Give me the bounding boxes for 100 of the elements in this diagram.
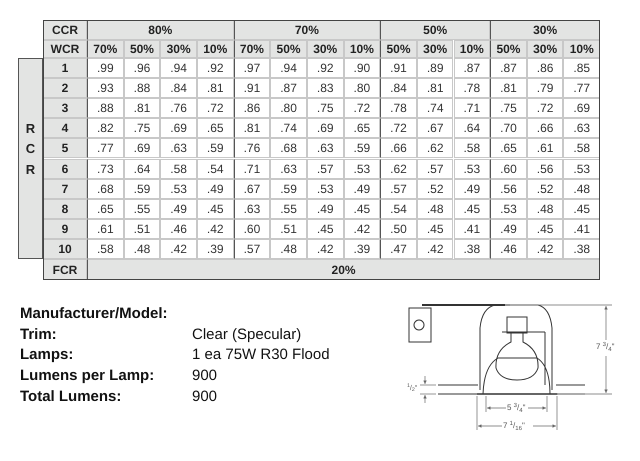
table-cell: .49: [490, 218, 527, 239]
table-header-cell: 30%: [490, 20, 600, 40]
table-cell: .75: [490, 98, 527, 118]
table-cell: .78: [454, 78, 490, 98]
axis-letter: C: [24, 142, 36, 156]
table-cell: .53: [160, 178, 197, 199]
table-cell: .72: [196, 98, 234, 118]
table-cell: .91: [234, 78, 270, 98]
table-cell: .67: [416, 118, 454, 138]
table-cell: .49: [344, 178, 380, 199]
table-cell: .62: [416, 138, 454, 158]
table-cell: .76: [234, 138, 270, 158]
table-cell: .69: [160, 118, 197, 138]
table-header-cell: 10%: [454, 40, 490, 58]
table-cell: .81: [416, 78, 454, 98]
table-cell: .64: [454, 118, 490, 138]
table-header-cell: WCR: [43, 40, 87, 58]
table-cell: .60: [234, 218, 270, 239]
table-cell: .73: [87, 158, 124, 179]
table-cell: .42: [160, 238, 197, 259]
table-header-cell: 30%: [526, 40, 564, 58]
table-cell: .54: [196, 158, 234, 179]
table-header-cell: 10%: [196, 40, 234, 58]
table-cell: .88: [87, 98, 124, 118]
table-cell: .74: [270, 118, 307, 138]
table-cell: .62: [380, 158, 417, 179]
table-cell: .42: [306, 238, 344, 259]
table-cell: .38: [454, 238, 490, 259]
table-cell: .57: [380, 178, 417, 199]
table-cell: .87: [454, 58, 490, 78]
table-cell: .81: [196, 78, 234, 98]
table-cell: .61: [526, 138, 564, 158]
table-cell: .65: [87, 198, 124, 219]
table-cell: .81: [234, 118, 270, 138]
table-cell: .82: [87, 118, 124, 138]
table-header-cell: 20%: [87, 259, 600, 280]
table-header-cell: 70%: [234, 20, 380, 40]
table-cell: .99: [87, 58, 124, 78]
table-cell: .45: [306, 218, 344, 239]
table-cell: .92: [196, 58, 234, 78]
table-cell: .49: [306, 198, 344, 219]
table-header-cell: 7: [43, 178, 87, 199]
table-header-cell: 30%: [160, 40, 197, 58]
table-cell: .48: [563, 178, 600, 199]
spec-value: 1 ea 75W R30 Flood: [192, 347, 330, 362]
table-cell: .51: [124, 218, 160, 239]
table-cell: .42: [526, 238, 564, 259]
table-header-cell: 9: [43, 218, 87, 239]
table-cell: .97: [234, 58, 270, 78]
axis-letter: R: [24, 162, 36, 176]
table-cell: .80: [270, 98, 307, 118]
table-cell: .49: [196, 178, 234, 199]
table-cell: .53: [306, 178, 344, 199]
table-cell: .48: [416, 198, 454, 219]
spec-value: 900: [192, 368, 218, 384]
table-cell: .42: [344, 218, 380, 239]
table-cell: .46: [490, 238, 527, 259]
table-header-cell: 70%: [234, 40, 270, 58]
table-cell: .46: [160, 218, 197, 239]
table-cell: .69: [563, 98, 600, 118]
table-cell: .63: [306, 138, 344, 158]
table-cell: .66: [526, 118, 564, 138]
table-cell: .42: [196, 218, 234, 239]
table-header-cell: 80%: [87, 20, 234, 40]
table-cell: .69: [124, 138, 160, 158]
dimension-label: 5 $^{3}$/$_{4}$": [507, 404, 526, 412]
table-cell: .48: [526, 198, 564, 219]
table-cell: .58: [563, 138, 600, 158]
spec-value: Clear (Specular): [192, 326, 302, 342]
dimension-label: 7 $^{3}$/$_{4}$": [596, 343, 614, 351]
table-header-cell: 10%: [563, 40, 600, 58]
table-cell: .55: [124, 198, 160, 219]
table-cell: .64: [124, 158, 160, 179]
table-cell: .91: [380, 58, 417, 78]
table-header-cell: 8: [43, 198, 87, 219]
table-cell: .68: [87, 178, 124, 199]
table-cell: .47: [380, 238, 417, 259]
table-cell: .38: [563, 238, 600, 259]
table-header-cell: 10: [43, 238, 87, 259]
table-cell: .49: [160, 198, 197, 219]
table-cell: .52: [526, 178, 564, 199]
table-cell: .63: [270, 158, 307, 179]
table-cell: .78: [380, 98, 417, 118]
table-cell: .66: [380, 138, 417, 158]
table-cell: .67: [234, 178, 270, 199]
table-cell: .48: [124, 238, 160, 259]
dimension-label: 7 $^{1}$/$_{16}$": [503, 422, 525, 430]
table-cell: .51: [270, 218, 307, 239]
table-cell: .70: [490, 118, 527, 138]
table-cell: .81: [124, 98, 160, 118]
spec-label: Lumens per Lamp:: [20, 368, 154, 384]
table-cell: .48: [270, 238, 307, 259]
table-cell: .53: [344, 158, 380, 179]
table-cell: .89: [416, 58, 454, 78]
table-cell: .75: [306, 98, 344, 118]
table-cell: .45: [196, 198, 234, 219]
table-cell: .61: [87, 218, 124, 239]
table-header-cell: 30%: [306, 40, 344, 58]
table-header-cell: 10%: [344, 40, 380, 58]
table-cell: .45: [344, 198, 380, 219]
